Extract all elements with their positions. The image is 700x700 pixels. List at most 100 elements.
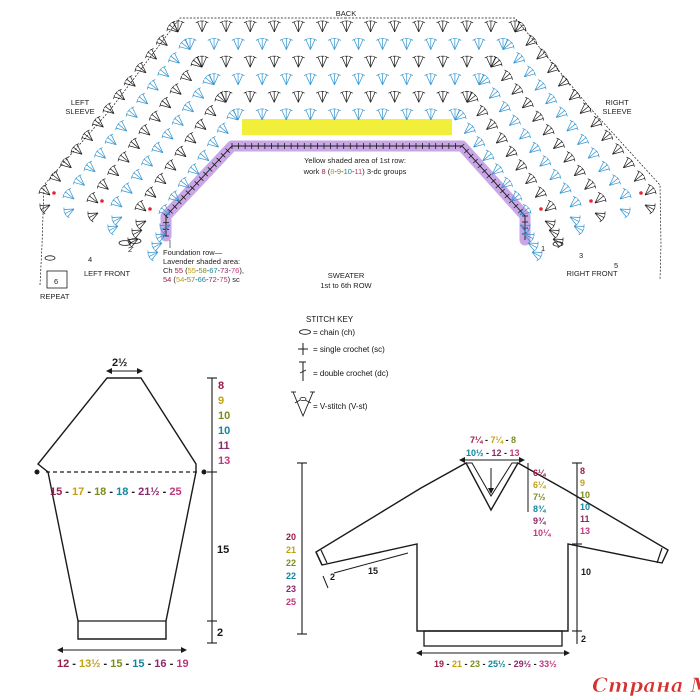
- total-length: 25: [286, 597, 296, 607]
- v-stitch-icon: [231, 73, 245, 85]
- single-crochet-icon: [464, 148, 469, 154]
- v-stitch-icon: [182, 100, 194, 113]
- foundation-note-line3: Ch 55 (55-58-67-73-76),: [163, 266, 244, 275]
- repeat-box: [46, 270, 68, 289]
- v-stitch-icon: [558, 75, 570, 87]
- v-stitch-icon: [134, 61, 147, 74]
- v-depth: 6¼: [533, 480, 547, 490]
- v-stitch-icon: [303, 108, 317, 121]
- v-stitch-icon: [96, 178, 109, 190]
- v-stitch-icon: [107, 164, 120, 177]
- chain-loops: [44, 238, 564, 261]
- v-stitch-icon: [194, 118, 207, 130]
- key-v-stitch: = V-stitch (V-st): [313, 402, 368, 411]
- v-stitch-icon: [164, 159, 177, 171]
- repeat-label: REPEAT: [40, 292, 70, 301]
- v-stitch-icon: [161, 128, 174, 140]
- v-stitch-icon: [484, 20, 498, 33]
- right-sleeve-label-2: SLEEVE: [602, 107, 631, 116]
- row-number: 5: [614, 261, 618, 270]
- v-stitch-icon: [315, 55, 329, 68]
- v-depth: 7½: [533, 492, 546, 502]
- v-stitch-icon: [545, 92, 558, 105]
- v-stitch-icon: [157, 65, 170, 78]
- right-sleeve-label-1: RIGHT: [605, 98, 629, 107]
- single-crochet-icon: [198, 176, 204, 182]
- v-stitch-icon: [38, 183, 51, 196]
- v-stitch-icon: [195, 20, 209, 33]
- left-sleeve-label-2: SLEEVE: [65, 107, 94, 116]
- v-stitch-icon: [166, 20, 179, 33]
- single-crochet-icon: [189, 185, 195, 191]
- v-stitch-icon: [214, 91, 227, 103]
- sweater-title-2: 1st to 6th ROW: [320, 281, 372, 290]
- v-stitch-icon: [623, 156, 635, 169]
- v-stitch-icon: [594, 191, 607, 204]
- armhole-depth: 8: [580, 466, 585, 476]
- v-stitch-icon: [327, 108, 341, 121]
- single-crochet-icon: [468, 153, 474, 159]
- v-stitch-icon: [255, 73, 269, 85]
- v-stitch-icon: [501, 176, 513, 189]
- v-stitch-icon: [279, 108, 293, 121]
- v-stitch-icon: [491, 163, 504, 175]
- v-stitch-icon: [87, 211, 99, 223]
- v-stitch-icon: [521, 96, 534, 109]
- v-stitch-icon: [94, 147, 106, 159]
- single-crochet-icon: [491, 178, 496, 184]
- total-length: 23: [286, 584, 296, 594]
- key-double-crochet: = double crochet (dc): [313, 369, 389, 378]
- v-stitch-icon: [509, 114, 521, 126]
- v-stitch-icon: [131, 228, 143, 240]
- v-stitch-icon: [352, 38, 365, 50]
- v-stitch-icon: [601, 129, 614, 142]
- v-stitch-icon: [328, 38, 341, 50]
- v-stitch-icon: [482, 149, 495, 162]
- sweater-outline: [315, 462, 669, 632]
- v-stitch-icon: [619, 207, 631, 219]
- v-stitch-icon: [544, 219, 556, 231]
- bottom-width: 19 - 21 - 23 - 25½ - 29½ - 33½: [434, 659, 557, 669]
- v-stitch-icon: [184, 132, 197, 144]
- v-stitch-icon: [147, 250, 159, 262]
- v-stitch-icon: [448, 73, 462, 85]
- v-stitch-icon: [534, 186, 547, 198]
- yellow-note-line2: work 8 (8-9-10-11) 3-dc groups: [303, 167, 407, 176]
- foundation-note: Foundation row— Lavender shaded area: Ch…: [163, 240, 244, 284]
- v-stitch-icon: [532, 110, 545, 122]
- single-crochet-icon: [298, 343, 308, 355]
- single-crochet-icon: [181, 194, 187, 200]
- v-stitch-icon: [219, 55, 233, 68]
- double-crochet-icon: [299, 361, 307, 381]
- v-stitch-icon: [144, 186, 157, 198]
- v-stitch-icon: [70, 143, 83, 155]
- v-stitch-icon: [83, 160, 96, 173]
- stitch-key-title: STITCH KEY: [306, 315, 354, 324]
- v-stitch-icon: [594, 211, 606, 223]
- v-stitch-icon: [226, 108, 239, 121]
- key-chain: = chain (ch): [313, 328, 355, 337]
- v-stitch-icon: [303, 38, 317, 50]
- v-stitch-icon: [291, 391, 315, 418]
- single-crochet-icon: [172, 204, 178, 210]
- v-stitch-icon: [619, 187, 632, 200]
- v-stitch-icon: [412, 20, 426, 33]
- body-length: 15: [217, 544, 229, 556]
- single-crochet-icon: [167, 208, 173, 214]
- v-stitch-icon: [167, 52, 180, 64]
- single-crochet-icon: [207, 166, 213, 172]
- yoke-depth: 13: [218, 455, 230, 467]
- total-length: 22: [286, 558, 296, 568]
- v-stitch-icon: [548, 228, 560, 240]
- left-sleeve-label-1: LEFT: [71, 98, 90, 107]
- v-stitch-icon: [579, 102, 592, 114]
- v-stitch-icon: [514, 20, 527, 33]
- v-depth: 8¾: [533, 504, 547, 514]
- v-stitch-icon: [59, 156, 72, 169]
- v-stitch-icon: [463, 122, 476, 134]
- neck-width-bottom: 10½ - 12 - 13: [466, 448, 520, 458]
- v-stitch-icon: [498, 100, 511, 113]
- v-stitch-icon: [523, 232, 535, 244]
- v-stitch-icon: [174, 145, 187, 158]
- v-stitch-icon: [190, 56, 203, 68]
